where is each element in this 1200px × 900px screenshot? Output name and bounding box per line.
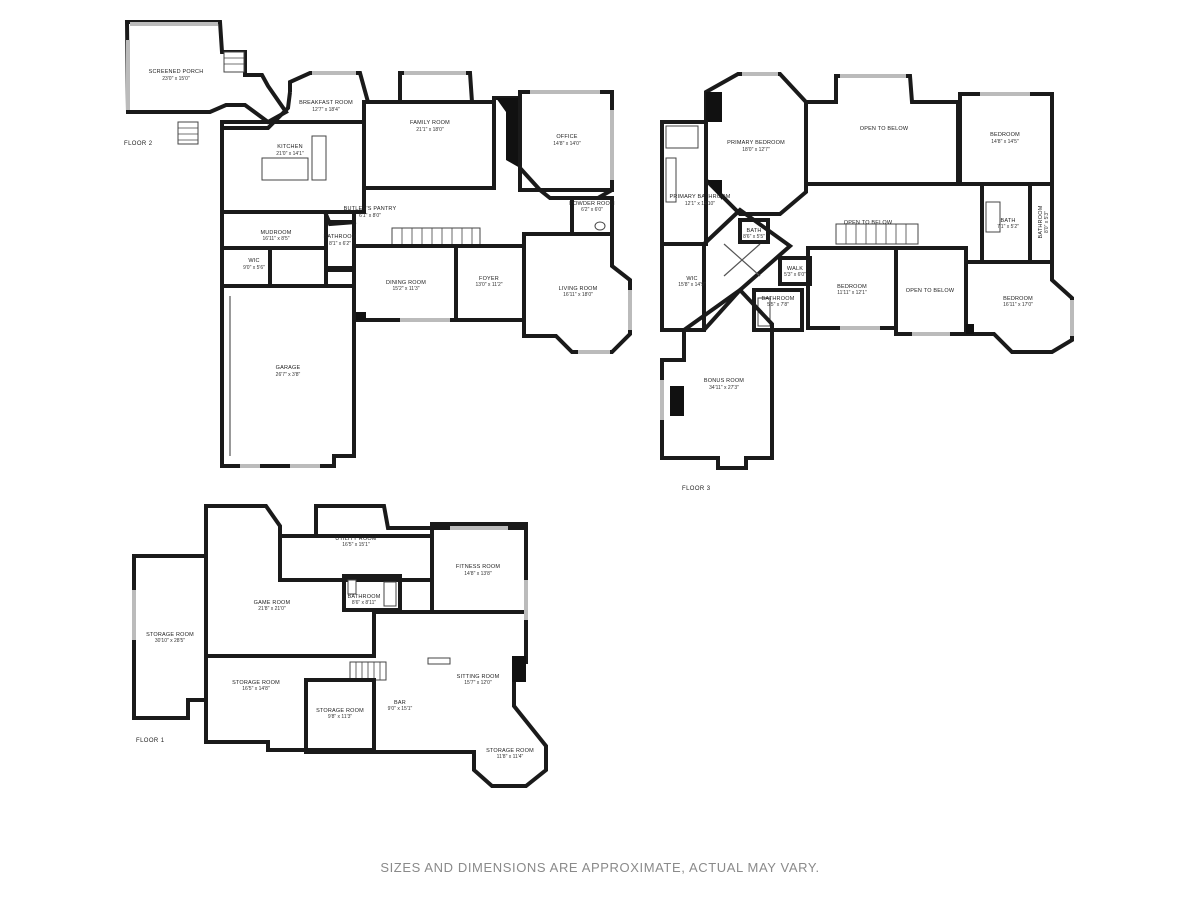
- room-name: BATHROOM: [762, 296, 795, 302]
- room-dims: 21'0" x 14'1": [276, 151, 304, 157]
- room-name: BATHROOM: [348, 594, 381, 600]
- disclaimer-text: SIZES AND DIMENSIONS ARE APPROXIMATE, AC…: [380, 860, 820, 875]
- room-dims: 16'11" x 8'5": [262, 236, 289, 242]
- room-dims: 9'0" x 15'1": [388, 706, 413, 712]
- room-name: FAMILY ROOM: [410, 120, 450, 126]
- room-labels-floor-2: SCREENED PORCH 23'0" x 15'0" BREAKFAST R…: [149, 69, 615, 378]
- room-name: GARAGE: [276, 365, 301, 371]
- room-dims: 12'7" x 18'4": [312, 107, 340, 113]
- room-name: OPEN TO BELOW: [860, 126, 909, 132]
- room-name: STORAGE ROOM: [486, 748, 534, 754]
- room-name: OPEN TO BELOW: [844, 220, 893, 226]
- room-dims: 21'1" x 18'0": [416, 127, 444, 133]
- room-name: STORAGE ROOM: [232, 680, 280, 686]
- room-dims: 7'1" x 5'2": [997, 224, 1019, 230]
- room-name: BEDROOM: [837, 284, 867, 290]
- floor-3-plan: [660, 72, 1074, 470]
- room-dims: 18'0" x 12'7": [742, 147, 770, 153]
- room-dims: 12'1" x 14'10": [685, 201, 715, 207]
- porch-steps: [177, 51, 245, 145]
- room-name: FOYER: [479, 276, 499, 282]
- room-dims: 11'8" x 11'4": [497, 754, 524, 760]
- room-dims: 5'3" x 6'0": [784, 272, 806, 278]
- room-dims: 14'8" x 14'0": [553, 141, 581, 147]
- floor-2-label: FLOOR 2: [124, 141, 153, 147]
- room-name: WIC: [686, 276, 697, 282]
- room-name: UTILITY ROOM: [335, 536, 377, 542]
- room-dims: 16'5" x 14'8": [242, 686, 270, 692]
- room-name: BEDROOM: [1003, 296, 1033, 302]
- room-dims: 9'0" x 5'6": [243, 265, 265, 271]
- room-name: BATH: [1000, 218, 1015, 224]
- room-dims: 13'0" x 11'2": [475, 282, 502, 288]
- room-name: OFFICE: [556, 134, 577, 140]
- room-dims: 6'1" x 8'0": [359, 213, 381, 219]
- room-dims: 15'7" x 12'0": [464, 680, 492, 686]
- floor-1-plan: [132, 504, 548, 788]
- room-dims: 5'5" x 7'8": [767, 302, 789, 308]
- room-dims: 14'8" x 14'5": [991, 139, 1019, 145]
- room-name: STORAGE ROOM: [316, 708, 364, 714]
- room-dims: 8'0" x 5'3": [1044, 211, 1050, 233]
- room-dims: 8'1" x 6'2": [329, 241, 351, 247]
- floor-1-label: FLOOR 1: [136, 738, 165, 744]
- room-dims: 8'6" x 5'5": [743, 234, 765, 240]
- room-name: KITCHEN: [277, 144, 303, 150]
- room-dims: 14'8" x 13'8": [464, 571, 492, 577]
- room-name: DINING ROOM: [386, 280, 426, 286]
- room-name: BEDROOM: [990, 132, 1020, 138]
- room-dims: 21'8" x 21'0": [258, 606, 286, 612]
- floor-3-label: FLOOR 3: [682, 486, 711, 492]
- room-name: PRIMARY BEDROOM: [727, 140, 785, 146]
- room-dims: 30'10" x 28'5": [155, 638, 185, 644]
- room-name: PRIMARY BATHROOM: [670, 194, 731, 200]
- room-dims: 6'2" x 6'0": [581, 207, 603, 213]
- room-name: STORAGE ROOM: [146, 632, 194, 638]
- room-name: OPEN TO BELOW: [906, 288, 955, 294]
- room-name: WIC: [248, 258, 259, 264]
- room-dims: 26'7" x 3'8": [276, 372, 301, 378]
- basement-staircase: [349, 661, 387, 681]
- room-labels-floor-3: PRIMARY BEDROOM 18'0" x 12'7" OPEN TO BE…: [670, 126, 1050, 391]
- main-staircase: [391, 227, 481, 247]
- room-dims: 11'11" x 12'1": [837, 290, 867, 296]
- room-name: POWDER ROOM: [569, 201, 615, 207]
- room-dims: 23'0" x 15'0": [162, 76, 190, 82]
- room-name: BAR: [394, 700, 406, 706]
- room-name: BUTLER'S PANTRY: [344, 206, 397, 212]
- room-name: FITNESS ROOM: [456, 564, 500, 570]
- room-dims: 9'8" x 11'3": [328, 714, 352, 720]
- room-labels-floor-1: UTILITY ROOM 16'5" x 15'1" FITNESS ROOM …: [146, 536, 534, 760]
- room-name: SITTING ROOM: [457, 674, 500, 680]
- room-name: BATHROOM: [1038, 205, 1044, 238]
- floor-labels: FLOOR 2 FLOOR 3 FLOOR 1: [124, 141, 711, 744]
- room-dims: 16'11" x 18'0": [563, 292, 593, 298]
- room-dims: 16'11" x 17'0": [1003, 302, 1033, 308]
- room-name: LIVING ROOM: [559, 286, 598, 292]
- room-name: SCREENED PORCH: [149, 69, 204, 75]
- room-name: BATHROOM: [324, 234, 357, 240]
- room-name: GAME ROOM: [254, 600, 291, 606]
- room-dims: 8'6" x 8'11": [352, 600, 376, 606]
- room-dims: 15'2" x 11'3": [392, 286, 419, 292]
- room-name: MUDROOM: [260, 230, 291, 236]
- room-dims: 15'8" x 14'9": [678, 282, 706, 288]
- room-name: WALK: [787, 266, 803, 272]
- room-name: BONUS ROOM: [704, 378, 744, 384]
- floor-2-plan: [124, 20, 632, 468]
- room-name: BREAKFAST ROOM: [299, 100, 353, 106]
- room-dims: 16'5" x 15'1": [342, 542, 370, 548]
- room-name: BATH: [746, 228, 761, 234]
- room-dims: 34'11" x 27'3": [709, 385, 739, 391]
- upper-staircase: [835, 223, 919, 245]
